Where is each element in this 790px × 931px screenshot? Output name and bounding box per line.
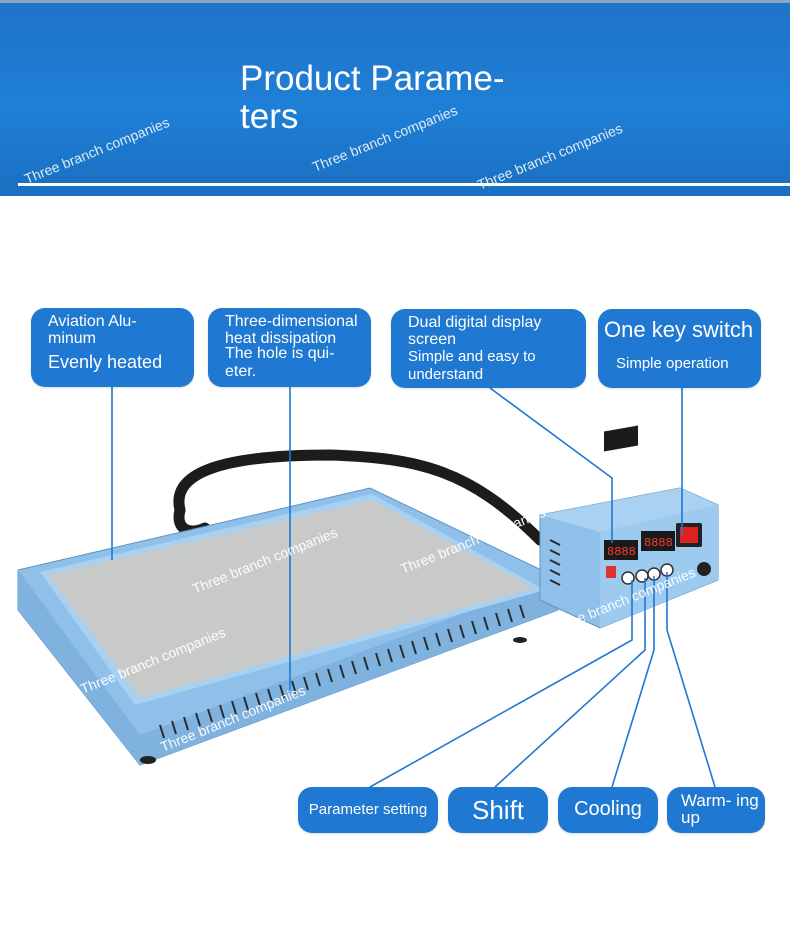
- shift-button: [635, 569, 649, 583]
- svg-text:8888: 8888: [644, 536, 673, 550]
- page-title: Product Parame- ters: [240, 59, 505, 136]
- callout-label: Shift: [471, 795, 525, 825]
- leader-lines: [111, 387, 716, 788]
- callout-subtitle: Evenly heated: [48, 352, 163, 372]
- callout-warming-up: Warm- ing up: [667, 787, 765, 833]
- top-strip: [0, 0, 790, 3]
- callout-subtitle: Simple and easy to understand: [408, 348, 536, 383]
- callout-subtitle: The hole is qui- eter.: [225, 345, 335, 380]
- power-cable: [173, 449, 546, 546]
- display-right: [641, 531, 675, 551]
- svg-text:8888: 8888: [607, 545, 636, 559]
- header-banner: Product Parame- ters Three branch compan…: [0, 0, 790, 196]
- callout-digital-display: Dual digital display screen Simple and e…: [391, 309, 586, 388]
- param-button: [621, 571, 635, 585]
- display-left: [604, 425, 638, 452]
- callout-label: Cooling: [574, 798, 642, 820]
- heating-plate: [48, 500, 535, 698]
- callout-title: Aviation Alu- minum: [48, 313, 137, 347]
- callout-title: Dual digital display screen: [408, 314, 542, 348]
- watermark: Three branch companies: [22, 113, 172, 187]
- callout-label: Warm- ing up: [681, 791, 759, 827]
- callout-one-key-switch: One key switch Simple operation: [598, 309, 761, 388]
- vent-slots: [159, 604, 525, 739]
- callout-label: Parameter setting: [308, 801, 428, 818]
- callout-heat-dissipation: Three-dimensional heat dissipation The h…: [208, 308, 371, 387]
- callout-cooling: Cooling: [558, 787, 658, 833]
- callout-title: One key switch: [604, 317, 754, 342]
- callout-parameter-setting: Parameter setting: [298, 787, 438, 833]
- knob: [697, 562, 711, 576]
- callout-shift: Shift: [448, 787, 548, 833]
- callout-aviation-aluminum: Aviation Alu- minum Evenly heated: [31, 308, 194, 387]
- callout-subtitle: Simple operation: [616, 355, 729, 372]
- header-divider: [18, 183, 790, 186]
- hot-plate-illustration: 8888 8888: [17, 387, 719, 788]
- callout-title: Three-dimensional heat dissipation: [225, 313, 358, 347]
